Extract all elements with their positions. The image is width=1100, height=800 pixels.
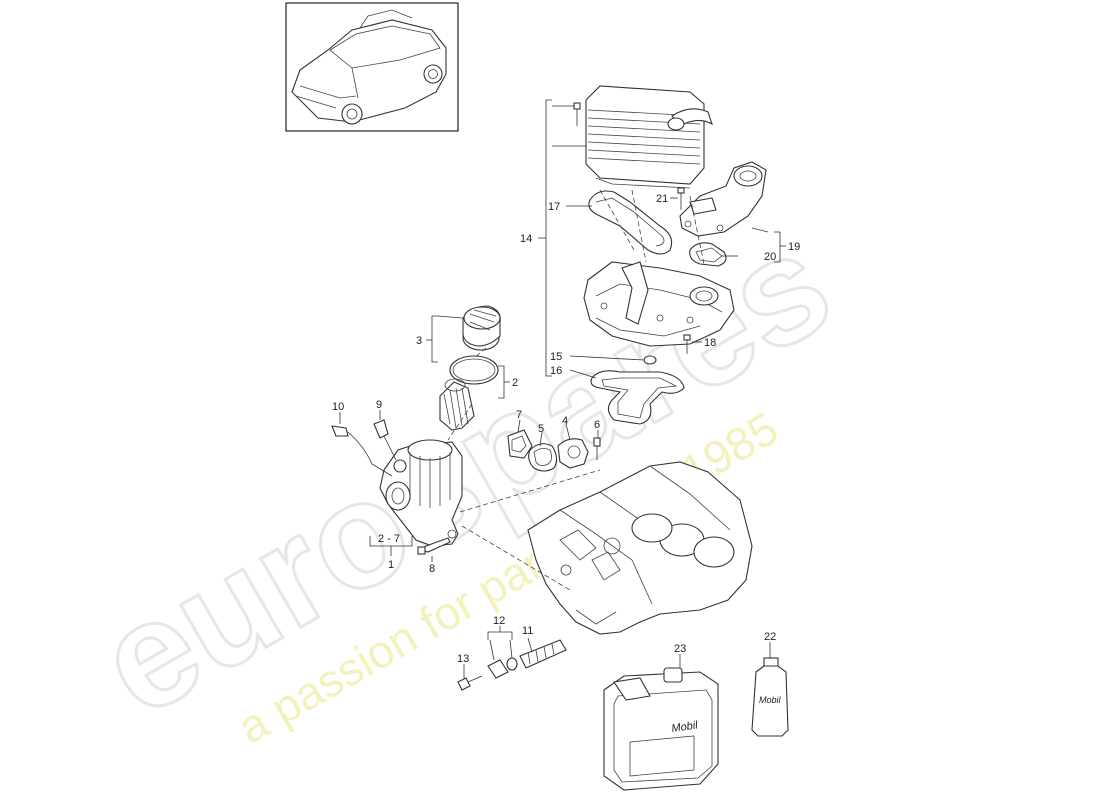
label-20: 20: [764, 251, 776, 263]
label-1: 1: [388, 559, 394, 571]
label-3: 3: [416, 335, 422, 347]
label-7: 7: [516, 409, 522, 421]
suv-car-icon: [291, 9, 447, 125]
oil-bottle: Mobil: [751, 657, 789, 737]
filter-element: [439, 378, 475, 431]
label-10: 10: [332, 401, 344, 413]
label-18: 18: [704, 337, 716, 349]
label-21: 21: [656, 193, 668, 205]
plug-12: [487, 657, 518, 679]
label-17: 17: [548, 201, 560, 213]
label-11: 11: [522, 625, 533, 637]
gasket-7: [507, 429, 533, 459]
label-9: 9: [376, 399, 382, 411]
label-5: 5: [538, 423, 544, 435]
housing-bolt-21: [677, 187, 685, 210]
oil-cooler: [585, 85, 713, 189]
label-19: 19: [788, 241, 800, 253]
label-8: 8: [429, 563, 435, 575]
callout-labels: 1 2 - 7 2 3 4 5 6 7 8 9 10 11 12 13 14 1…: [332, 193, 800, 665]
bolt-18: [683, 334, 691, 354]
gasket-16: [590, 370, 685, 425]
gasket-5: [528, 443, 558, 472]
oil-module-plate: [583, 261, 735, 347]
leader-lines: [339, 99, 786, 678]
label-14: 14: [520, 233, 532, 245]
filter-housing: [379, 439, 463, 547]
label-23: 23: [674, 643, 686, 655]
bolt-6: [593, 437, 601, 460]
o-ring-15: [643, 355, 657, 365]
filter-cap: [462, 305, 501, 351]
label-12: 12: [493, 615, 505, 627]
cap-o-ring: [449, 355, 499, 385]
bottle-brand: Mobil: [759, 695, 782, 705]
sensor-10: [331, 425, 393, 477]
cooler-bolt: [573, 102, 581, 126]
canister-brand: Mobil: [671, 719, 699, 735]
gasket-20: [689, 242, 727, 267]
thermostat-4: [557, 438, 589, 469]
sensor-9: [373, 419, 397, 461]
label-22: 22: [764, 631, 776, 643]
label-13: 13: [457, 653, 469, 665]
label-15: 15: [550, 351, 562, 363]
label-16: 16: [550, 365, 562, 377]
label-2: 2: [512, 377, 518, 389]
label-2-7: 2 - 7: [378, 533, 400, 545]
oil-canister: Mobil: [603, 667, 719, 791]
valve-11: [519, 639, 567, 669]
coolant-thermostat-housing: [679, 161, 767, 237]
bolt-13: [457, 675, 483, 691]
bolt-8: [417, 537, 451, 555]
engine-block: [527, 461, 753, 635]
label-4: 4: [562, 415, 568, 427]
vehicle-thumbnail: [285, 2, 459, 132]
label-6: 6: [594, 419, 600, 431]
assembly-dash-lines: [447, 189, 705, 591]
